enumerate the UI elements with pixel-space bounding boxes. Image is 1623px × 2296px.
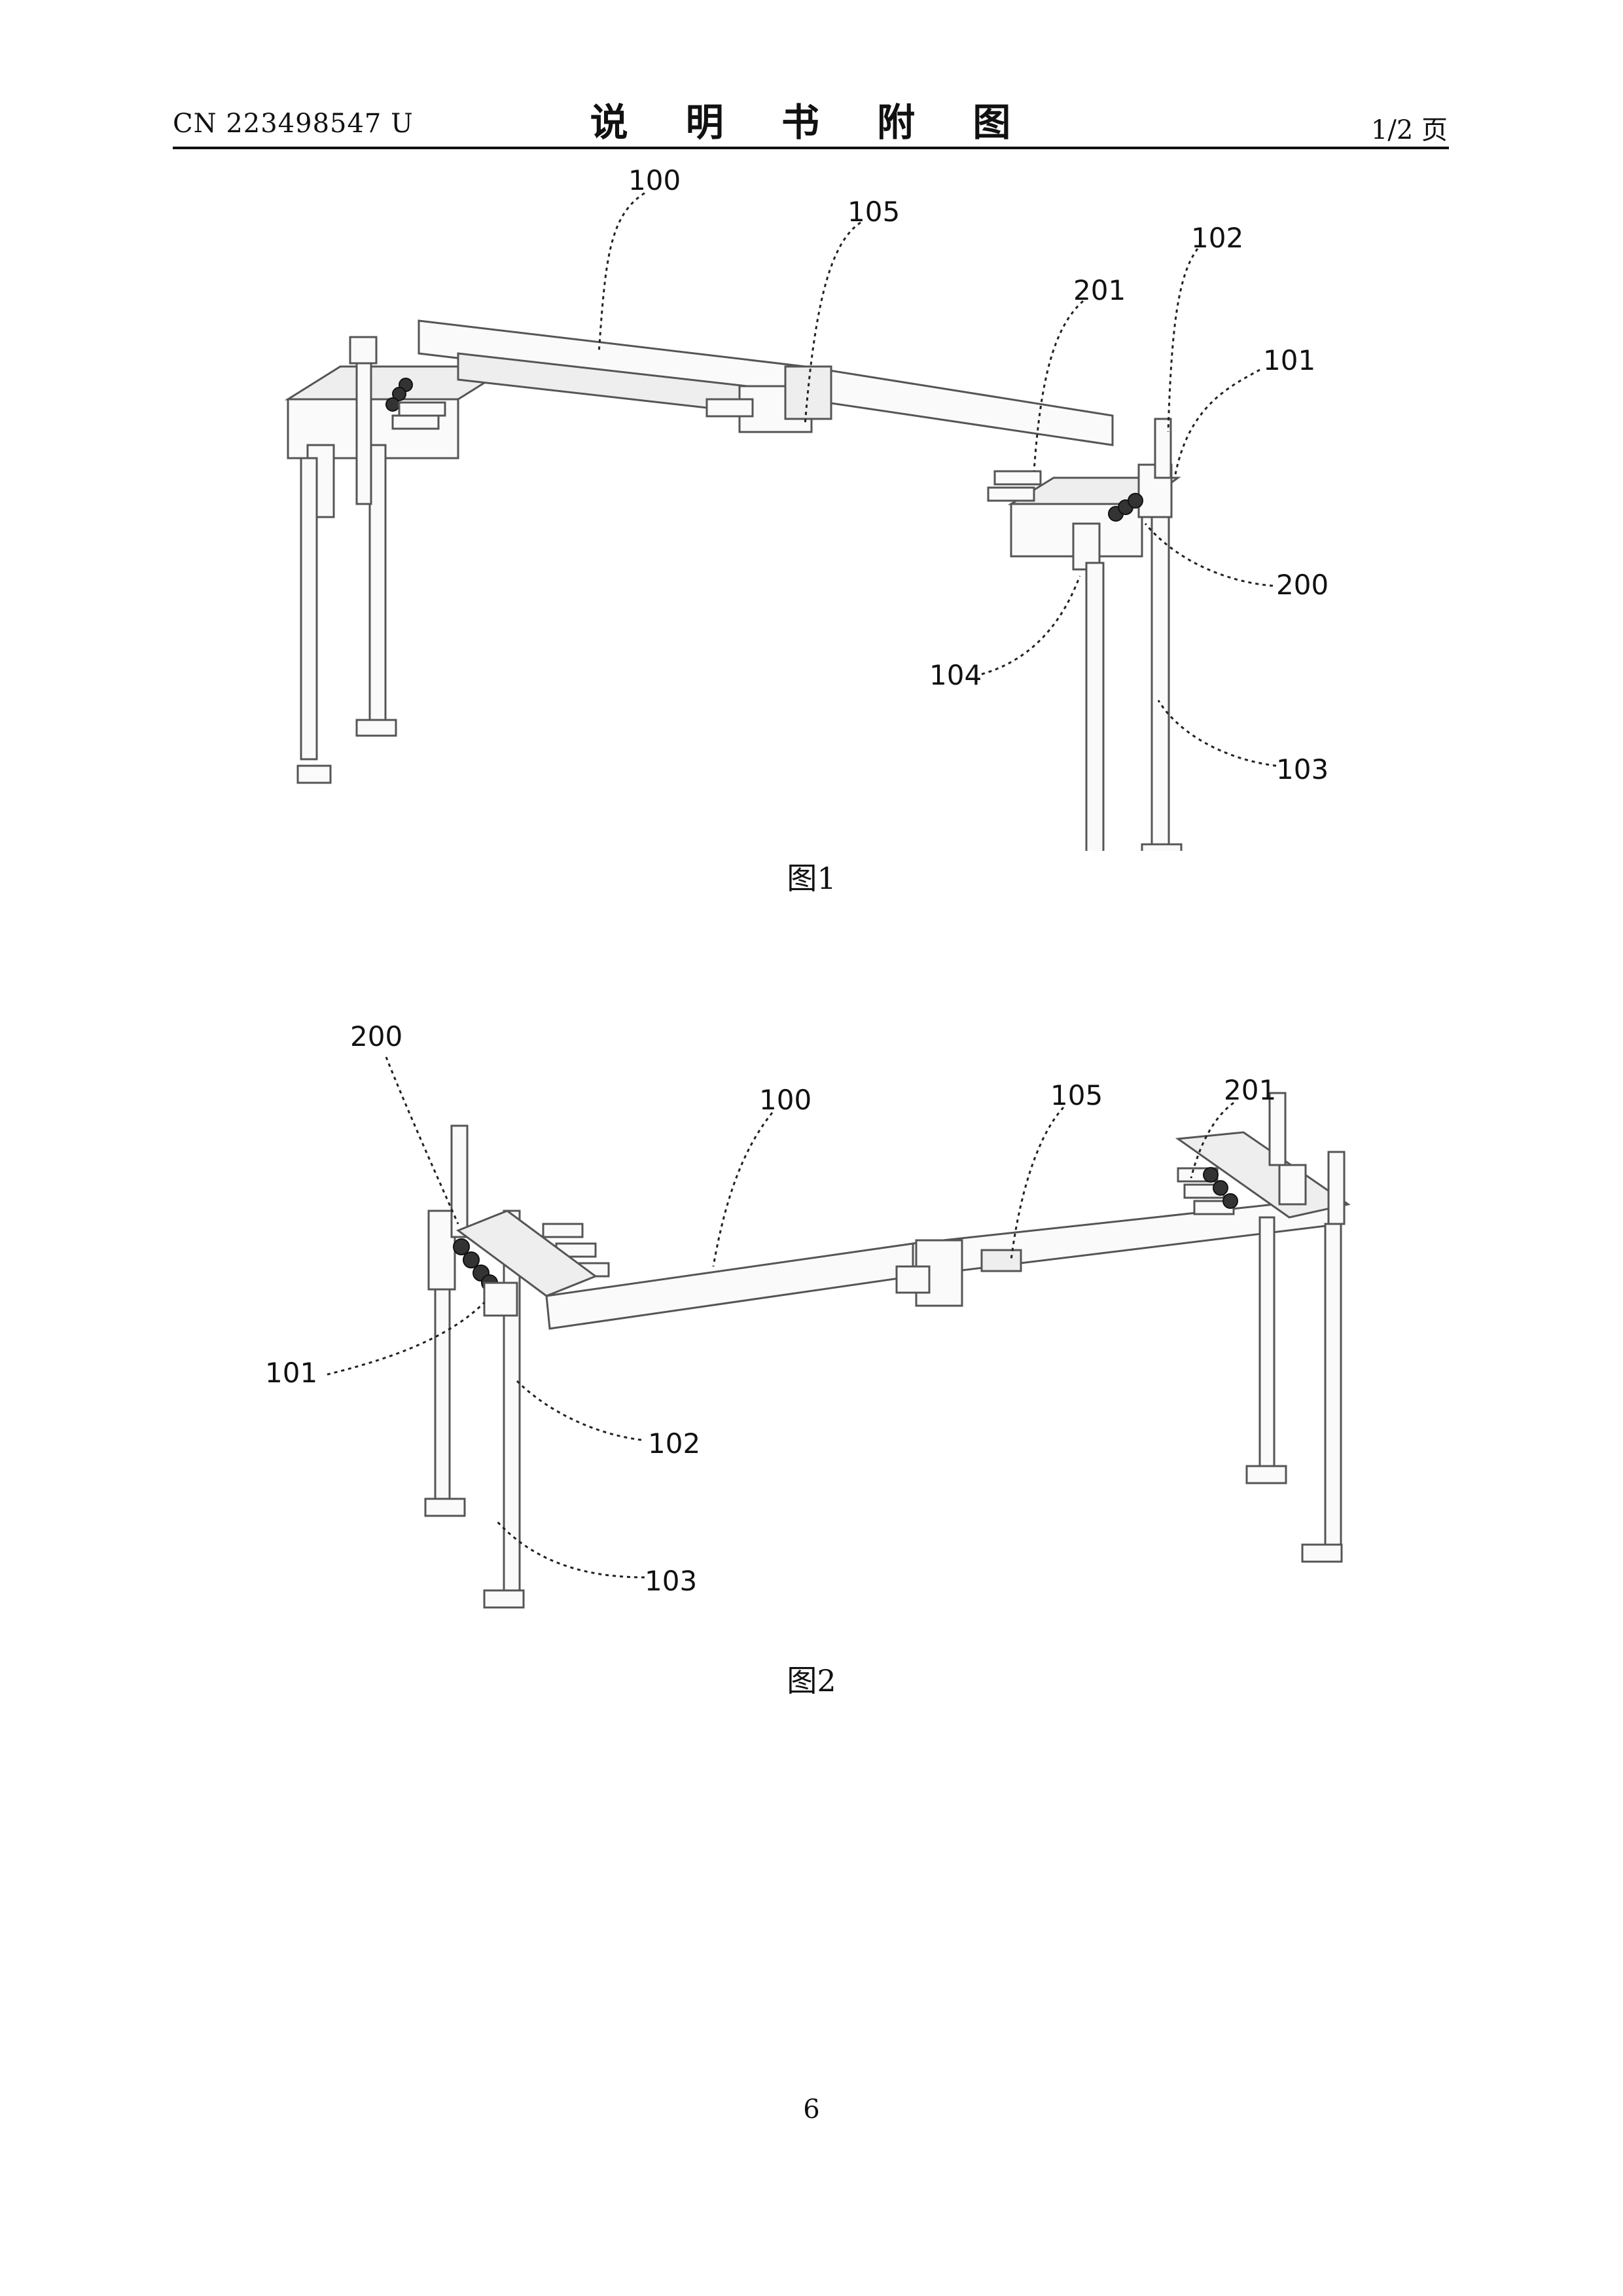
ref-label-201: 201 [1224,1074,1276,1106]
figure-2-caption: 图2 [0,1657,1623,1700]
header-rule [173,147,1449,149]
ref-label-101: 101 [265,1357,317,1389]
right-end-assembly [988,419,1181,851]
page-number: 6 [0,2094,1623,2125]
figure-1-drawing: 100 105 102 201 101 200 104 103 [0,157,1623,851]
main-beam [458,1132,1348,1329]
ref-label-200: 200 [350,1020,402,1052]
main-beam [419,321,1113,445]
left-end-assembly [288,337,510,783]
figure-1-caption: 图1 [0,855,1623,898]
ref-label-101: 101 [1263,344,1315,376]
ref-label-102: 102 [648,1427,700,1460]
ref-label-102: 102 [1191,222,1243,254]
figure-1: 100 105 102 201 101 200 104 103 [0,157,1623,851]
ref-label-103: 103 [645,1565,697,1597]
ref-label-201: 201 [1073,274,1126,306]
left-end-assembly [425,1126,609,1607]
ref-label-104: 104 [929,659,982,691]
figure-2: 201 200 100 105 101 102 103 [0,936,1623,1630]
ref-label-103: 103 [1276,753,1329,785]
ref-label-105: 105 [1050,1079,1103,1111]
figure-2-drawing: 201 200 100 105 101 102 103 [0,936,1623,1630]
ref-label-200: 200 [1276,569,1329,601]
page-info: 1/2 页 [1371,109,1448,147]
ref-label-105: 105 [847,196,900,228]
ref-label-100: 100 [628,164,681,196]
ref-label-100: 100 [759,1084,812,1116]
